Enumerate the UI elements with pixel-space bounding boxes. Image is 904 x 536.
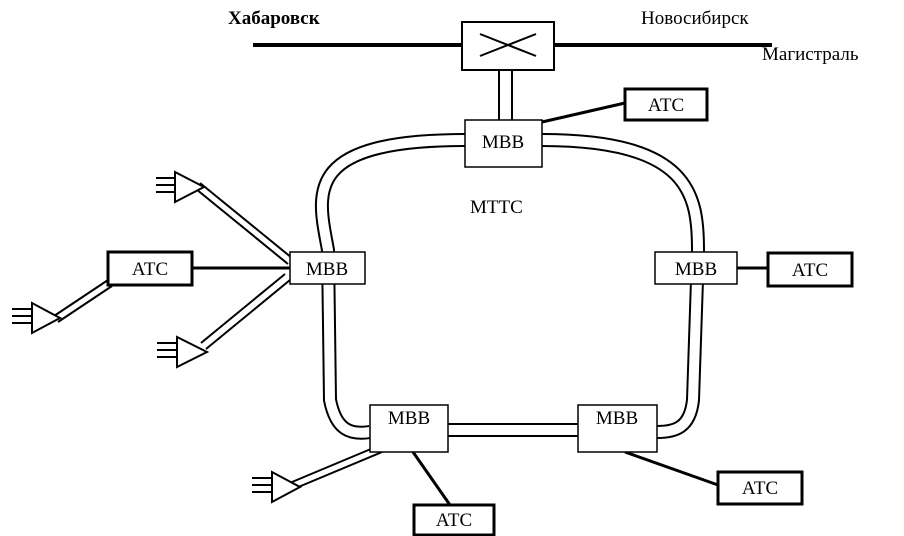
svg-text:МВВ: МВВ (388, 408, 430, 429)
svg-text:АТС: АТС (792, 260, 828, 281)
atc-exchange: АТС (716, 470, 804, 506)
atc-exchange: АТС (766, 251, 854, 288)
terminal-device (12, 301, 63, 335)
terminal-device (157, 335, 210, 369)
trunk-label: Магистраль (762, 44, 859, 65)
mvb-node-left: МВВ (289, 251, 366, 285)
terminal-device (156, 170, 207, 204)
mvb-node-top: МВВ (464, 119, 543, 168)
mvb-node-bottom-left: МВВ (369, 404, 449, 453)
svg-text:МВВ: МВВ (675, 259, 717, 280)
atc-exchange: АТС (623, 87, 709, 122)
ring-label: МТТС (470, 197, 523, 218)
mvb-node-bottom-right: МВВ (577, 404, 658, 453)
terminal-device (252, 470, 303, 504)
mtts-ring (314, 133, 706, 440)
svg-text:АТС: АТС (436, 510, 472, 531)
city-label-novosibirsk: Новосибирск (641, 8, 749, 29)
atc-exchange: АТС (412, 503, 496, 536)
svg-text:МВВ: МВВ (306, 259, 348, 280)
svg-text:АТС: АТС (742, 478, 778, 499)
svg-text:АТС: АТС (132, 259, 168, 280)
switch-uplink (498, 70, 513, 120)
atc-exchange: АТС (106, 250, 194, 287)
svg-text:МВВ: МВВ (596, 408, 638, 429)
exchange-links (192, 101, 768, 506)
svg-text:МВВ: МВВ (482, 132, 524, 153)
city-label-khabarovsk: Хабаровск (228, 8, 320, 29)
terminal-links (53, 182, 383, 489)
svg-text:АТС: АТС (648, 95, 684, 116)
trunk-switch (461, 21, 555, 71)
mvb-node-right: МВВ (654, 251, 738, 285)
